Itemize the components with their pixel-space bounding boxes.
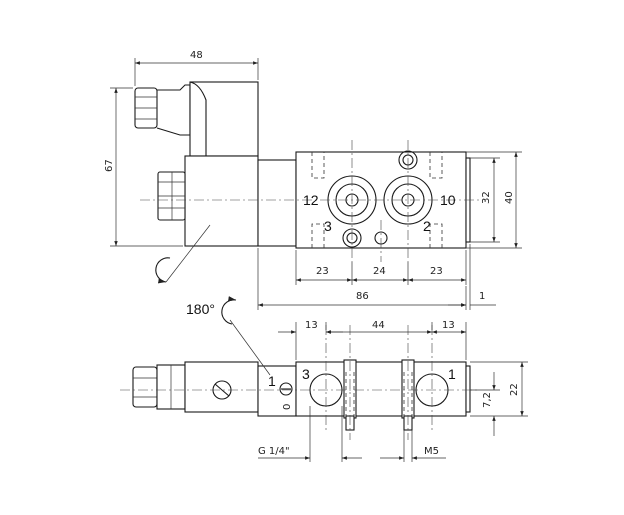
dim-40: 40 [504, 191, 515, 204]
connector-side [132, 361, 297, 417]
port-2-label: 2 [423, 218, 431, 234]
thread-m5-label: M5 [424, 446, 439, 457]
connector-plug [134, 81, 259, 157]
dim-7-2: 7,2 [482, 392, 493, 408]
port-3-label: 3 [324, 218, 332, 234]
dim-67: 67 [104, 159, 115, 172]
top-view: 12 10 3 2 48 67 32 40 [104, 50, 522, 310]
thread-g-label: G 1/4" [258, 446, 290, 457]
switch-on-label: 1 [268, 373, 276, 389]
dim-23-left: 23 [316, 266, 329, 277]
dim-23-right: 23 [430, 266, 443, 277]
port-12-label: 12 [303, 192, 319, 208]
dim-24: 24 [373, 266, 386, 277]
rotation-arrow-icon [155, 224, 211, 284]
dim-13-left: 13 [305, 320, 318, 331]
valve-body-side [279, 359, 471, 431]
coil-body [157, 155, 297, 247]
dim-1: 1 [479, 291, 485, 302]
port-1-label: 1 [448, 366, 456, 382]
port-10-label: 10 [440, 192, 456, 208]
dim-48: 48 [190, 50, 203, 61]
rotation-angle-label: 180° [186, 301, 215, 317]
port-3-side-label: 3 [302, 366, 310, 382]
dim-32: 32 [481, 191, 492, 204]
rotation-180-icon [221, 296, 271, 376]
dim-13-right: 13 [442, 320, 455, 331]
switch-off-label: 0 [282, 404, 293, 410]
dim-44: 44 [372, 320, 385, 331]
dim-86: 86 [356, 291, 369, 302]
dim-22: 22 [509, 383, 520, 396]
side-view: 1 0 3 1 180° 13 44 13 7,2 22 [120, 296, 528, 462]
